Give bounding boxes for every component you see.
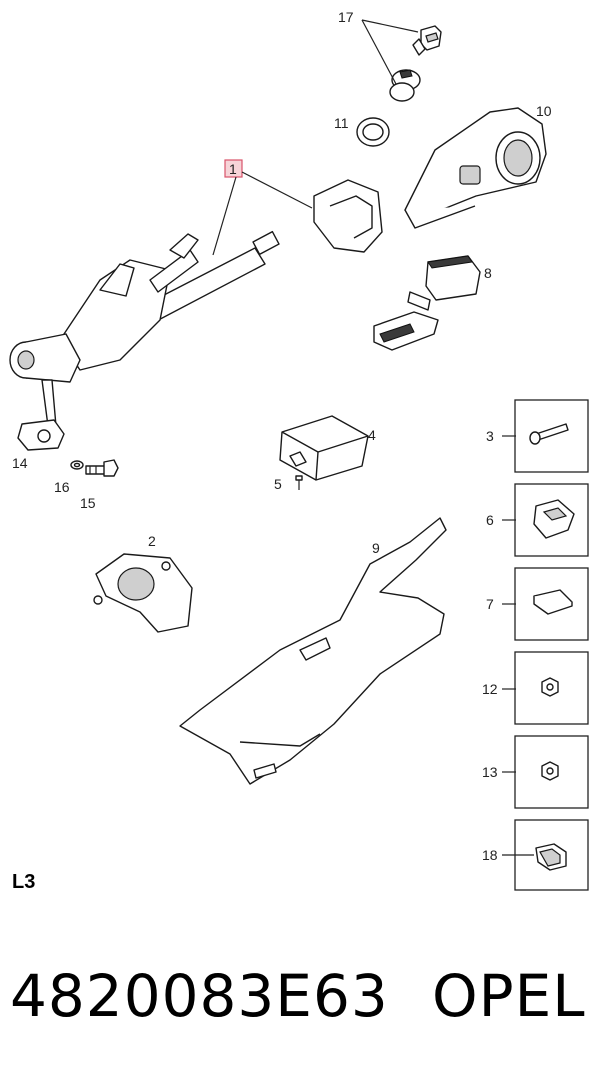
callout-6[interactable]: 6 <box>486 512 494 528</box>
callout-16[interactable]: 16 <box>54 479 70 495</box>
part-12-nut <box>541 677 559 697</box>
part-16-washer <box>70 460 84 470</box>
callout-17[interactable]: 17 <box>338 9 354 25</box>
part-3-screw <box>529 423 569 445</box>
callout-12[interactable]: 12 <box>482 681 498 697</box>
callout-3[interactable]: 3 <box>486 428 494 444</box>
part-9-trim-panel <box>179 517 447 785</box>
callout-5[interactable]: 5 <box>274 476 282 492</box>
callout-14[interactable]: 14 <box>12 455 28 471</box>
part-5-screw <box>295 475 303 490</box>
part-8-combination-switch <box>373 255 481 351</box>
part-11-ring <box>356 117 390 147</box>
callout-4[interactable]: 4 <box>368 427 376 443</box>
part-1-steering-column <box>9 179 383 451</box>
part-13-nut <box>541 761 559 781</box>
callout-18[interactable]: 18 <box>482 847 498 863</box>
part-15-bolt <box>85 459 119 477</box>
callout-8[interactable]: 8 <box>484 265 492 281</box>
callout-10[interactable]: 10 <box>536 103 552 119</box>
callout-13[interactable]: 13 <box>482 764 498 780</box>
footer-bar: 4820083E63 OPEL <box>0 962 600 1042</box>
part-18-bolt <box>535 843 567 871</box>
part-17-lock-cylinder <box>389 25 442 102</box>
callout-9[interactable]: 9 <box>372 540 380 556</box>
part-7-clip <box>533 589 573 615</box>
callout-11[interactable]: 11 <box>334 115 349 131</box>
callout-1-highlight <box>224 159 243 178</box>
callout-15[interactable]: 15 <box>80 495 96 511</box>
callout-7[interactable]: 7 <box>486 596 494 612</box>
part-6-clip <box>533 499 575 539</box>
part-number: 4820083E63 <box>10 962 389 1030</box>
section-label: L3 <box>12 871 36 893</box>
brand-name: OPEL <box>432 962 586 1030</box>
callout-2[interactable]: 2 <box>148 533 156 549</box>
part-10-shroud <box>404 107 547 229</box>
callout-1[interactable]: 1 <box>229 161 237 177</box>
part-4-module <box>279 415 369 481</box>
part-2-gasket <box>93 553 193 633</box>
